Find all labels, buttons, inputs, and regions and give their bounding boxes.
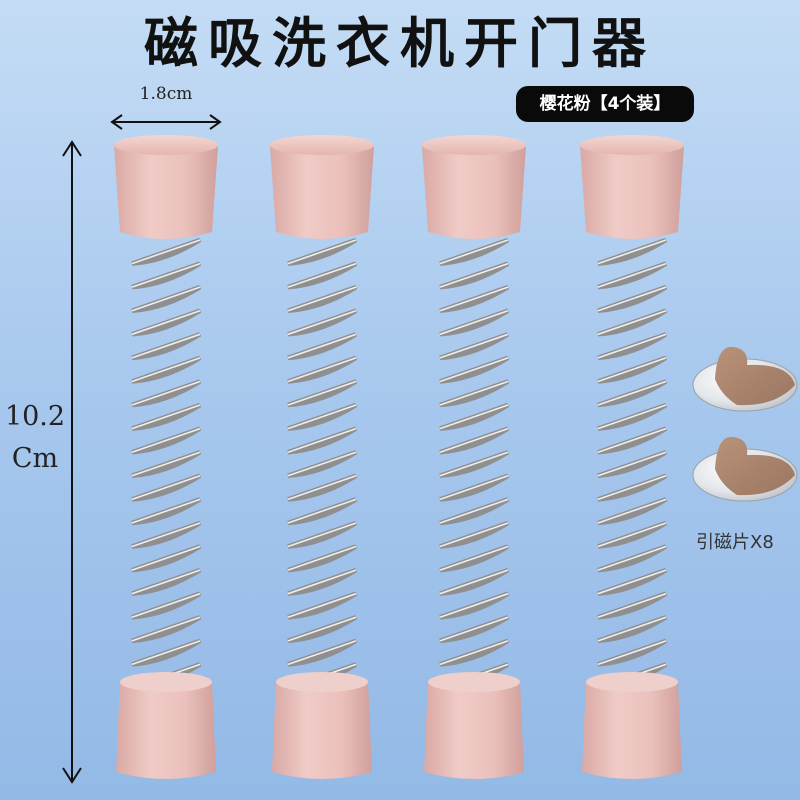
magnet-patch-group — [692, 346, 798, 502]
bottom-cap — [272, 672, 372, 779]
bottom-cap — [424, 672, 524, 779]
top-cap — [114, 135, 218, 239]
door-stopper — [422, 135, 526, 779]
spring — [131, 237, 202, 691]
door-stopper — [270, 135, 374, 779]
spring — [439, 237, 510, 691]
top-cap — [422, 135, 526, 239]
top-cap — [270, 135, 374, 239]
width-arrow — [110, 114, 222, 130]
height-arrow — [62, 140, 82, 784]
height-dimension-label: 10.2 Cm — [0, 396, 70, 480]
height-value: 10.2 — [4, 401, 66, 432]
bottom-cap — [116, 672, 216, 779]
door-stopper — [114, 135, 218, 779]
color-pack-badge: 樱花粉【4个装】 — [516, 86, 694, 122]
spring — [287, 237, 358, 691]
bottom-cap — [582, 672, 682, 779]
product-title: 磁吸洗衣机开门器 — [144, 11, 656, 75]
magnet-patch — [692, 346, 798, 412]
top-cap — [580, 135, 684, 239]
width-dimension-label: 1.8cm — [139, 84, 193, 104]
magnet-patch — [692, 436, 798, 502]
door-stopper — [580, 135, 684, 779]
height-unit: Cm — [11, 443, 59, 474]
spring — [597, 237, 668, 691]
magnet-patch-label: 引磁片X8 — [696, 532, 774, 553]
door-stopper-group — [114, 135, 684, 779]
